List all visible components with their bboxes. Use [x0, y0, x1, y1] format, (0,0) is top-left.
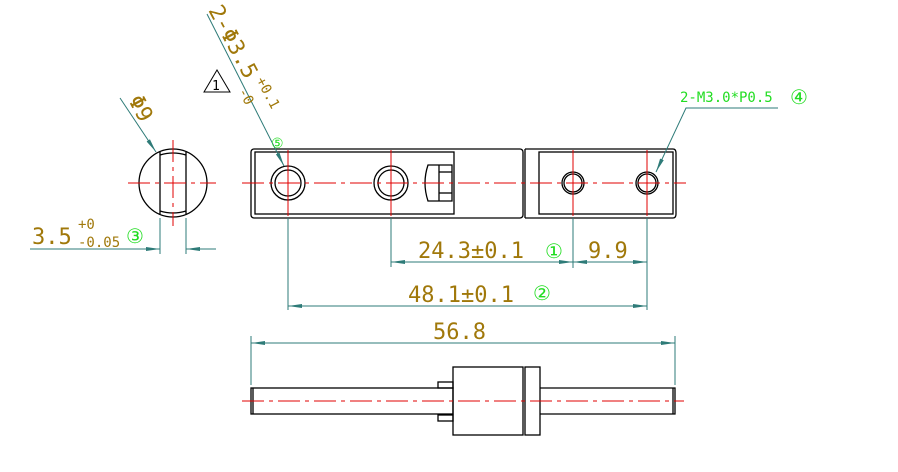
spacing-2-label: 9.9 — [588, 239, 628, 264]
marker-4: ④ — [790, 85, 808, 109]
marker-2: ② — [533, 281, 551, 305]
flat-tol-upper: +0 — [78, 217, 95, 233]
marker-3: ③ — [126, 224, 144, 248]
top-view — [242, 148, 686, 219]
hole-spec-label: 2-Φ3.5 — [203, 1, 262, 83]
spacing-3-label: 48.1±0.1 — [408, 283, 514, 308]
end-view — [30, 97, 216, 254]
hole-tol-lower: -0 — [234, 85, 256, 107]
hole-tol-upper: +0.1 — [252, 74, 282, 111]
marker-5: ⑤ — [271, 136, 284, 152]
overall-length-label: 56.8 — [433, 320, 486, 345]
thread-spec-label: 2-M3.0*P0.5 — [680, 90, 773, 106]
flat-tol-lower: -0.05 — [78, 235, 120, 251]
dimension-lines — [250, 218, 676, 385]
diameter-label: Φ9 — [123, 91, 158, 126]
spacing-1-label: 24.3±0.1 — [418, 239, 524, 264]
hole-leader — [206, 13, 285, 167]
thread-leader — [655, 107, 778, 173]
revision-triangle: 1 — [203, 69, 231, 94]
svg-text:1: 1 — [212, 79, 220, 94]
flat-width-label: 3.5 — [32, 225, 72, 250]
marker-1: ① — [545, 239, 563, 263]
side-view — [242, 366, 684, 436]
